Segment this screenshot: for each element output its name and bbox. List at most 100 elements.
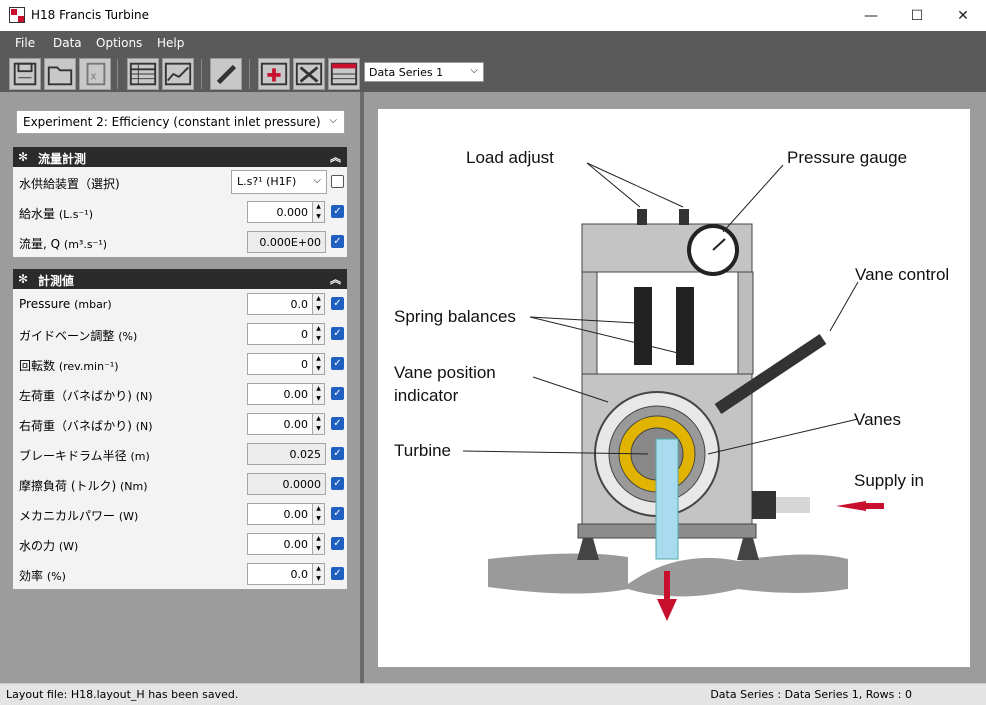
speed-checkbox[interactable]: ✓ [331, 357, 344, 370]
speed-row: 回転数 (rev.min⁻¹) 0 ▲▼ ✓ [13, 349, 347, 379]
guide-vane-checkbox[interactable]: ✓ [331, 327, 344, 340]
label-vane-position-indicator: indicator [394, 386, 459, 405]
speed-input[interactable]: 0 [247, 353, 313, 375]
field-label: メカニカルパワー (W) [19, 509, 139, 523]
label-pressure-gauge: Pressure gauge [787, 148, 907, 167]
status-message: Layout file: H18.layout_H has been saved… [6, 688, 239, 701]
turbine-diagram: Load adjust Pressure gauge Vane control … [378, 109, 970, 667]
load-adjust-knob [679, 209, 689, 225]
drum-radius-checkbox[interactable]: ✓ [331, 447, 344, 460]
excel-icon: x [86, 62, 106, 86]
pressure-input[interactable]: 0.0 [247, 293, 313, 315]
flow-rate-checkbox[interactable]: ✓ [331, 235, 344, 248]
main-area: Experiment 2: Efficiency (constant inlet… [0, 92, 986, 683]
water-power-row: 水の力 (W) 0.00 ▲▼ ✓ [13, 529, 347, 559]
supply-flow-row: 給水量 (L.s⁻¹) 0.000 ▲▼ ✓ [13, 197, 347, 227]
menu-data[interactable]: Data [53, 36, 82, 50]
supply-flow-input[interactable]: 0.000 [247, 201, 313, 223]
maximize-button[interactable]: ☐ [910, 7, 924, 24]
close-button[interactable]: ✕ [957, 7, 969, 24]
label-spring-balances: Spring balances [394, 307, 516, 326]
experiment-select[interactable]: Experiment 2: Efficiency (constant inlet… [16, 110, 345, 134]
graph-view-button[interactable] [162, 58, 194, 90]
water-power-checkbox[interactable]: ✓ [331, 537, 344, 550]
label-turbine: Turbine [394, 441, 451, 460]
menu-help[interactable]: Help [157, 36, 185, 50]
series-table-icon [330, 62, 358, 86]
collapse-icon[interactable]: ︽ [330, 273, 341, 286]
spinner-icon[interactable]: ▲▼ [312, 353, 325, 375]
menu-file[interactable]: File [15, 36, 36, 50]
vane-control-lever [714, 334, 827, 414]
panel-splitter[interactable] [360, 92, 364, 683]
water-supply-select[interactable]: L.s?¹ (H1F) ⌵ [231, 170, 327, 194]
spinner-icon[interactable]: ▲▼ [312, 503, 325, 525]
water-power-input[interactable]: 0.00 [247, 533, 313, 555]
torque-checkbox[interactable]: ✓ [331, 477, 344, 490]
add-row-icon [260, 62, 288, 86]
efficiency-input[interactable]: 0.0 [247, 563, 313, 585]
data-series-select[interactable]: Data Series 1 ⌵ [364, 62, 484, 82]
data-series-value: Data Series 1 [369, 66, 444, 79]
field-label: ガイドベーン調整 (%) [19, 329, 138, 343]
field-label: 効率 (%) [19, 569, 66, 583]
chevron-down-icon: ⌵ [313, 175, 321, 186]
supply-flow-checkbox[interactable]: ✓ [331, 205, 344, 218]
edit-button[interactable] [210, 58, 242, 90]
right-load-row: 右荷重（バネばかり) (N) 0.00 ▲▼ ✓ [13, 409, 347, 439]
svg-text:x: x [90, 71, 96, 83]
section-header[interactable]: ✻ 計測値 ︽ [13, 269, 347, 289]
label-supply-in: Supply in [854, 471, 924, 490]
spinner-icon[interactable]: ▲▼ [312, 413, 325, 435]
section-header[interactable]: ✻ 流量計測 ︽ [13, 147, 347, 167]
save-button[interactable] [9, 58, 41, 90]
efficiency-checkbox[interactable]: ✓ [331, 567, 344, 580]
chevron-down-icon: ⌵ [470, 65, 478, 76]
spinner-icon[interactable]: ▲▼ [312, 293, 325, 315]
left-load-checkbox[interactable]: ✓ [331, 387, 344, 400]
water-supply-checkbox[interactable] [331, 175, 344, 188]
delete-row-button[interactable] [293, 58, 325, 90]
add-row-button[interactable] [258, 58, 290, 90]
line-chart-icon [164, 62, 192, 86]
section-title: 計測値 [38, 274, 75, 288]
window-title: H18 Francis Turbine [31, 8, 150, 22]
chevron-down-icon: ⌵ [329, 115, 337, 126]
measurements-section: ✻ 計測値 ︽ Pressure (mbar) 0.0 ▲▼ ✓ ガイドベーン調… [13, 269, 347, 589]
export-excel-button[interactable]: x [79, 58, 111, 90]
table-view-button[interactable] [127, 58, 159, 90]
spinner-icon[interactable]: ▲▼ [312, 323, 325, 345]
field-label: 左荷重（バネばかり) (N) [19, 389, 153, 403]
guide-vane-input[interactable]: 0 [247, 323, 313, 345]
pressure-checkbox[interactable]: ✓ [331, 297, 344, 310]
flow-measurement-section: ✻ 流量計測 ︽ 水供給装置（選択) L.s?¹ (H1F) ⌵ 給水量 (L.… [13, 147, 347, 257]
water-supply-value: L.s?¹ (H1F) [237, 175, 297, 188]
field-label: 給水量 (L.s⁻¹) [19, 207, 93, 221]
spinner-icon[interactable]: ▲▼ [312, 201, 325, 223]
supply-coupling [752, 491, 776, 519]
field-label: ブレーキドラム半径 (m) [19, 449, 150, 463]
save-icon [13, 62, 37, 86]
minimize-button[interactable]: — [864, 7, 878, 24]
spinner-icon[interactable]: ▲▼ [312, 533, 325, 555]
mechanical-power-checkbox[interactable]: ✓ [331, 507, 344, 520]
title-bar: H18 Francis Turbine — ☐ ✕ [0, 0, 986, 31]
menu-options[interactable]: Options [96, 36, 143, 50]
mechanical-power-input[interactable]: 0.00 [247, 503, 313, 525]
outlet-arrow [664, 571, 670, 601]
right-load-input[interactable]: 0.00 [247, 413, 313, 435]
collapse-icon[interactable]: ︽ [330, 151, 341, 164]
left-load-input[interactable]: 0.00 [247, 383, 313, 405]
spinner-icon[interactable]: ▲▼ [312, 563, 325, 585]
open-button[interactable] [44, 58, 76, 90]
guide-vane-row: ガイドベーン調整 (%) 0 ▲▼ ✓ [13, 319, 347, 349]
right-load-checkbox[interactable]: ✓ [331, 417, 344, 430]
spinner-icon[interactable]: ▲▼ [312, 383, 325, 405]
field-label: 回転数 (rev.min⁻¹) [19, 359, 119, 373]
left-panel: Experiment 2: Efficiency (constant inlet… [0, 92, 360, 683]
section-title: 流量計測 [38, 152, 87, 166]
new-series-button[interactable] [328, 58, 360, 90]
left-load-row: 左荷重（バネばかり) (N) 0.00 ▲▼ ✓ [13, 379, 347, 409]
pressure-row: Pressure (mbar) 0.0 ▲▼ ✓ [13, 289, 347, 319]
toolbar: x Data Series 1 ⌵ [0, 55, 986, 92]
